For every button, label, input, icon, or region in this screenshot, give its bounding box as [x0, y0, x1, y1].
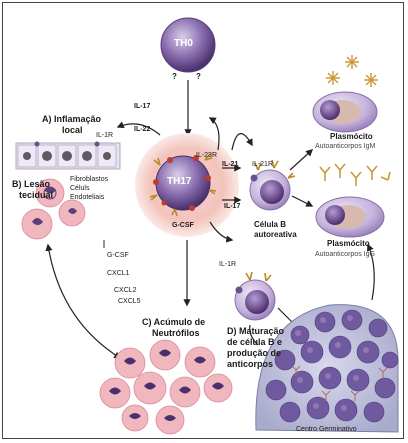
- section-d-line2: de célula B e: [227, 337, 283, 347]
- plasmocyte-igm: [312, 91, 378, 133]
- question-mark-1: ?: [172, 72, 177, 81]
- plasmocyte-igm-sub: Autoanticorpos IgM: [315, 143, 376, 150]
- arrow-b-to-germinal-1: [249, 324, 259, 346]
- section-b-line2: tecidual: [19, 190, 54, 200]
- fibroblasts-label: Fibroblastos: [70, 176, 109, 183]
- autoreactive-b-cell: [249, 159, 296, 211]
- il1r-left-label: IL-1R: [96, 132, 114, 139]
- section-b-line1: B) Lesão: [12, 179, 51, 189]
- th17-arrows: [116, 117, 253, 307]
- th0-label: TH0: [174, 38, 193, 49]
- b-cell-label-1: Célula B: [254, 220, 287, 229]
- germinal-center: [255, 304, 399, 433]
- section-c-line2: Neutrófilos: [152, 328, 200, 338]
- cxcl1-label: CXCL1: [107, 270, 130, 277]
- section-c-line1: C) Acúmulo de: [142, 317, 206, 327]
- figure-frame: [2, 2, 404, 439]
- igg-antibodies: [319, 163, 391, 186]
- gcsf-th17-label: G-CSF: [172, 222, 194, 229]
- arrow-germinal-to-plasm: [366, 243, 375, 301]
- section-d-line4: anticorpos: [227, 359, 274, 369]
- section-d-line1: D) Maturação: [227, 326, 285, 336]
- cxcl2-label: CXCL2: [114, 287, 137, 294]
- cxcl5-label: CXCL5: [118, 298, 141, 305]
- lesion-neutrophils: [21, 178, 86, 240]
- th17-label: TH17: [167, 176, 192, 187]
- cells-label: Céluls: [70, 185, 90, 192]
- igm-antibodies: [326, 55, 378, 87]
- neutrophil-cluster: [99, 339, 233, 435]
- il23r-label: IL-23R: [196, 152, 218, 159]
- il17-right-label: IL-17: [224, 203, 241, 210]
- plasmocyte-igg: [315, 196, 385, 238]
- b-cell-label-2: autoreativa: [254, 230, 297, 239]
- il17-top-label: IL-17: [134, 103, 151, 110]
- plasmocyte-igg-sub: Autoanticorpos IgG: [315, 251, 375, 258]
- section-a-line1: A) Inflamação: [42, 114, 102, 124]
- th0-cell: [160, 17, 216, 73]
- section-d-line3: produção de: [227, 348, 282, 358]
- germinal-center-label: Centro Germinativo: [296, 426, 357, 433]
- il22-label: IL-22: [134, 126, 151, 133]
- il21r-label: IL-21R: [252, 161, 274, 168]
- endothelial-label: Endoteliais: [70, 194, 105, 201]
- arrow-to-plasm-igm: [289, 149, 314, 171]
- il21-label: IL-21: [222, 161, 239, 168]
- plasmocyte-igg-title: Plasmócito: [327, 239, 370, 248]
- gcsf-label: G-CSF: [107, 252, 129, 259]
- th17-cell: [135, 133, 239, 237]
- maturing-b-cell: [234, 271, 276, 321]
- section-a-line2: local: [62, 125, 83, 135]
- arrow-to-plasm-igg: [291, 195, 314, 207]
- question-mark-2: ?: [196, 72, 201, 81]
- tissue-cells-row: [15, 141, 121, 170]
- il1r-bottom-label: IL-1R: [219, 261, 237, 268]
- plasmocyte-igm-title: Plasmócito: [330, 132, 373, 141]
- arrow-lesion-accumulation: [45, 243, 122, 359]
